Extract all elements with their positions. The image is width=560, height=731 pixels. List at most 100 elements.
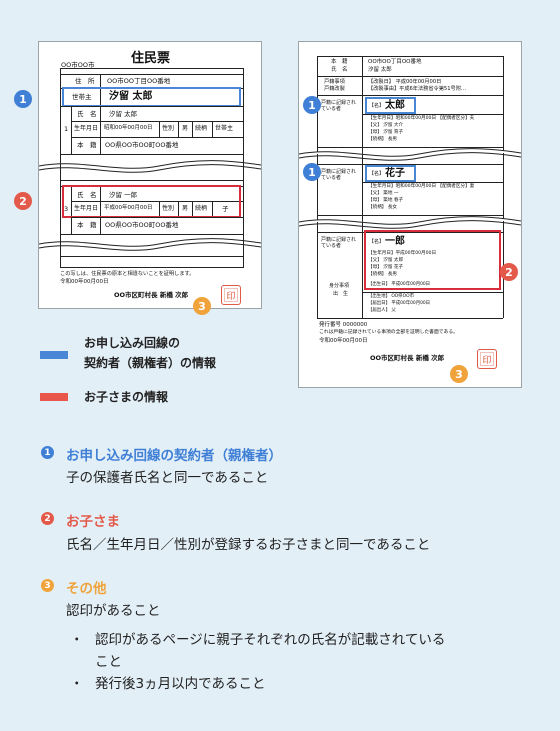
bullet-mark-2: ・ bbox=[70, 676, 84, 692]
domicile-value-3: OO県OO市OO町OO番地 bbox=[105, 221, 179, 229]
bullet-1-line-1: 認印があるページに親子それぞれの氏名が記載されている bbox=[95, 632, 446, 648]
child-name-highlight bbox=[364, 230, 501, 290]
birth-label-3: 生年月日 bbox=[74, 205, 99, 212]
mayor-name: OO市区町村長 新橋 次郎 bbox=[114, 291, 189, 299]
resident-certificate-doc: OO市OO市 住民票 住 所 OO市OO丁目OO番地 世帯主 汐留 太郎 氏 名… bbox=[38, 41, 262, 309]
mayor-name-2: OO市区町村長 新橋 次郎 bbox=[370, 354, 445, 362]
section-2-number: 2 bbox=[41, 512, 54, 525]
omission-wave-1 bbox=[38, 160, 262, 173]
person1-birth: 【生年月日】昭和00年00月00日 【配偶者区分】夫 bbox=[368, 116, 475, 121]
person2-birth: 【生年月日】昭和00年00月00日 【配偶者区分】妻 bbox=[368, 184, 475, 189]
family-items-sub: 戸籍改製 bbox=[324, 86, 345, 92]
marker-3-other: 3 bbox=[193, 297, 211, 315]
person2-name-prefix: 【名】 bbox=[369, 171, 385, 177]
family-register-doc: 本 籍 OO市OO丁目OO番地 氏 名 汐留 太郎 戸籍事項 戸籍改製 【改製日… bbox=[298, 41, 522, 388]
status-line3: 【届出日】 平成00年00月00日 bbox=[368, 301, 431, 306]
person3-relation: 【続柄】 長男 bbox=[368, 272, 398, 277]
person-label-1: 戸籍に記録されている者 bbox=[321, 100, 357, 112]
person2-mother: 【母】 築地 春子 bbox=[368, 198, 404, 203]
section-2-body: 氏名／生年月日／性別が登録するお子さまと同一であること bbox=[66, 537, 431, 553]
section-2-title: お子さま bbox=[66, 514, 120, 530]
person2-name: 花子 bbox=[385, 168, 405, 179]
address-value: OO市OO丁目OO番地 bbox=[107, 77, 171, 85]
birth-label-1: 生年月日 bbox=[74, 125, 99, 132]
address-label: 住 所 bbox=[75, 77, 95, 85]
parent-highlight-box bbox=[62, 87, 241, 107]
doc-title: 住民票 bbox=[131, 51, 171, 66]
sex-value-1: 男 bbox=[182, 125, 189, 132]
omission-wave-2 bbox=[38, 238, 262, 251]
sex-value-3: 男 bbox=[182, 205, 189, 212]
legend-blue-swatch bbox=[40, 351, 68, 359]
name-value-1: 汐留 太郎 bbox=[109, 110, 138, 118]
name-value: 汐留 太郎 bbox=[368, 67, 392, 73]
sex-label-3: 性別 bbox=[162, 205, 175, 212]
certification-date: 令和00年00月00日 bbox=[60, 279, 109, 285]
person3-mother: 【母】 汐留 花子 bbox=[368, 265, 404, 270]
certification-text: この写しは、住民票の原本と相違ないことを証明します。 bbox=[60, 271, 195, 277]
omission-wave-4 bbox=[298, 216, 522, 229]
name-label-1: 氏 名 bbox=[77, 110, 97, 118]
person1-name: 太郎 bbox=[385, 100, 405, 111]
section-1-body: 子の保護者氏名と同一であること bbox=[66, 470, 269, 486]
person2-father: 【父】 築地 一 bbox=[368, 191, 399, 196]
birth-value-3: 平成00年00月00日 bbox=[104, 205, 153, 211]
section-3-title: その他 bbox=[66, 581, 107, 597]
person3-name: 一郎 bbox=[385, 236, 405, 247]
person1-name-prefix: 【名】 bbox=[369, 103, 385, 109]
status-line1: 【出生日】 平成00年00月00日 bbox=[368, 282, 431, 287]
domicile-value-1: OO県OO市OO町OO番地 bbox=[105, 141, 179, 149]
legend-red-swatch bbox=[40, 393, 68, 401]
official-seal: 印 bbox=[221, 285, 241, 305]
certification-date-2: 令和00年00月00日 bbox=[319, 338, 368, 344]
domicile-label-1: 本 籍 bbox=[77, 141, 97, 149]
domicile-label: 本 籍 bbox=[331, 59, 348, 65]
domicile-value: OO市OO丁目OO番地 bbox=[368, 59, 422, 65]
bullet-2: 発行後3ヵ月以内であること bbox=[95, 676, 266, 692]
name-label: 氏 名 bbox=[331, 67, 348, 73]
marker-1-father: 1 bbox=[303, 96, 321, 114]
family-items-line1: 【改製日】 平成00年00月00日 bbox=[368, 79, 442, 85]
family-items-line2: 【改製事由】平成6年法務省令第51号附… bbox=[368, 86, 467, 92]
row-number-1: 1 bbox=[64, 125, 69, 133]
marker-2-child-register: 2 bbox=[500, 263, 518, 281]
status-sub: 出 生 bbox=[333, 291, 349, 297]
person3-name-prefix: 【名】 bbox=[369, 239, 385, 245]
legend-blue-label-2: 契約者（親権者）の情報 bbox=[84, 356, 217, 370]
person-label-3: 戸籍に記録されている者 bbox=[321, 237, 357, 249]
person3-father: 【父】 汐留 太郎 bbox=[368, 258, 404, 263]
section-1-title: お申し込み回線の契約者（親権者） bbox=[66, 448, 282, 464]
issue-number: 発行番号 0000000 bbox=[319, 322, 368, 328]
domicile-label-3: 本 籍 bbox=[77, 221, 97, 229]
birth-value-1: 昭和00年00月00日 bbox=[104, 125, 153, 131]
marker-1-mother: 1 bbox=[303, 163, 321, 181]
child-highlight-box bbox=[62, 185, 241, 218]
status-line4: 【届出人】 父 bbox=[368, 308, 396, 313]
person2-relation: 【続柄】 長女 bbox=[368, 205, 398, 210]
relation-label-1: 続柄 bbox=[195, 125, 208, 132]
person1-mother: 【母】 汐留 育子 bbox=[368, 130, 404, 135]
name-label-3: 氏 名 bbox=[77, 191, 97, 199]
section-1-number: 1 bbox=[41, 446, 54, 459]
relation-value-1: 世帯主 bbox=[215, 125, 234, 132]
householder-value: 汐留 太郎 bbox=[109, 91, 153, 102]
legend-red-label: お子さまの情報 bbox=[84, 390, 169, 404]
bullet-mark-1: ・ bbox=[70, 632, 84, 648]
relation-label-3: 続柄 bbox=[195, 205, 208, 212]
person3-birth: 【生年月日】平成00年00月00日 bbox=[368, 251, 437, 256]
certification-text-2: これは戸籍に記録されている事項の全部を証明した書面である。 bbox=[319, 330, 458, 335]
office-name: OO市OO市 bbox=[61, 61, 95, 69]
bullet-1-line-2: こと bbox=[95, 654, 122, 670]
person1-father: 【父】 汐留 大介 bbox=[368, 123, 404, 128]
name-value-3: 汐留 一郎 bbox=[109, 191, 138, 199]
sex-label-1: 性別 bbox=[162, 125, 175, 132]
row-number-3: 3 bbox=[64, 205, 69, 213]
person1-relation: 【続柄】 長男 bbox=[368, 137, 398, 142]
official-seal-2: 印 bbox=[477, 349, 497, 369]
person-label-2: 戸籍に記録されている者 bbox=[321, 169, 357, 181]
section-3-body: 認印があること bbox=[66, 603, 161, 619]
legend-blue-label-1: お申し込み回線の bbox=[84, 336, 181, 350]
marker-1-parent: 1 bbox=[14, 90, 32, 108]
relation-value-3: 子 bbox=[222, 205, 229, 213]
